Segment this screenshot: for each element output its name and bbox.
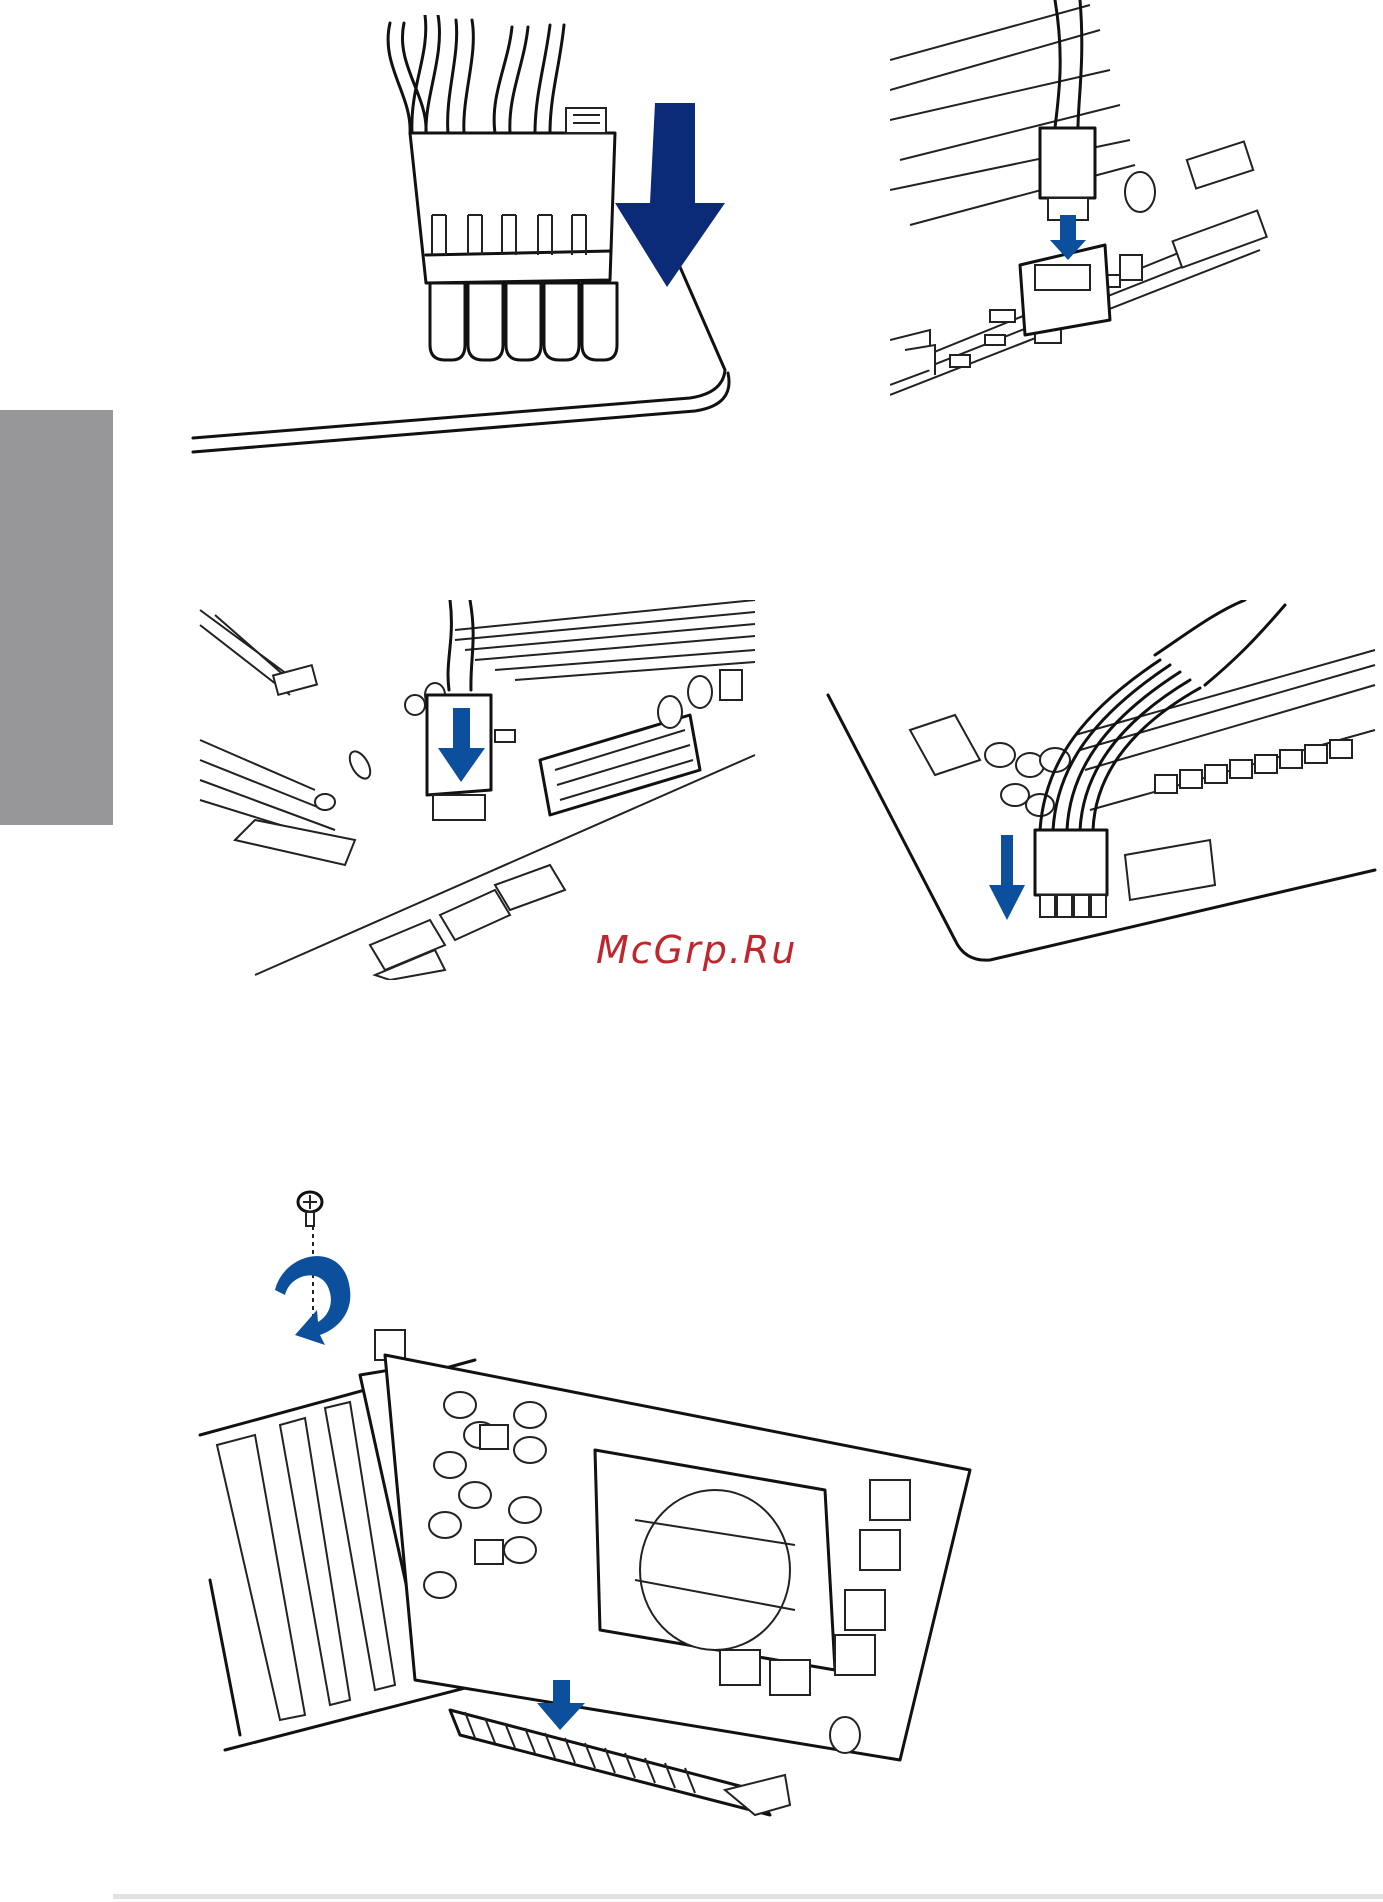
arrow-down-icon bbox=[615, 103, 725, 287]
fan-cable-header-illustration bbox=[825, 600, 1380, 970]
screw-icon bbox=[298, 1192, 322, 1226]
usb-header-motherboard-illustration bbox=[195, 600, 765, 980]
watermark-text: McGrp.Ru bbox=[596, 928, 797, 972]
connector-header-illustration bbox=[190, 15, 740, 465]
chapter-side-tab bbox=[0, 410, 113, 825]
usb3-connector-illustration bbox=[890, 0, 1270, 410]
arrow-down-icon bbox=[989, 835, 1025, 920]
graphics-card-install-illustration bbox=[195, 1190, 995, 1850]
page-footer-rule bbox=[113, 1894, 1383, 1899]
